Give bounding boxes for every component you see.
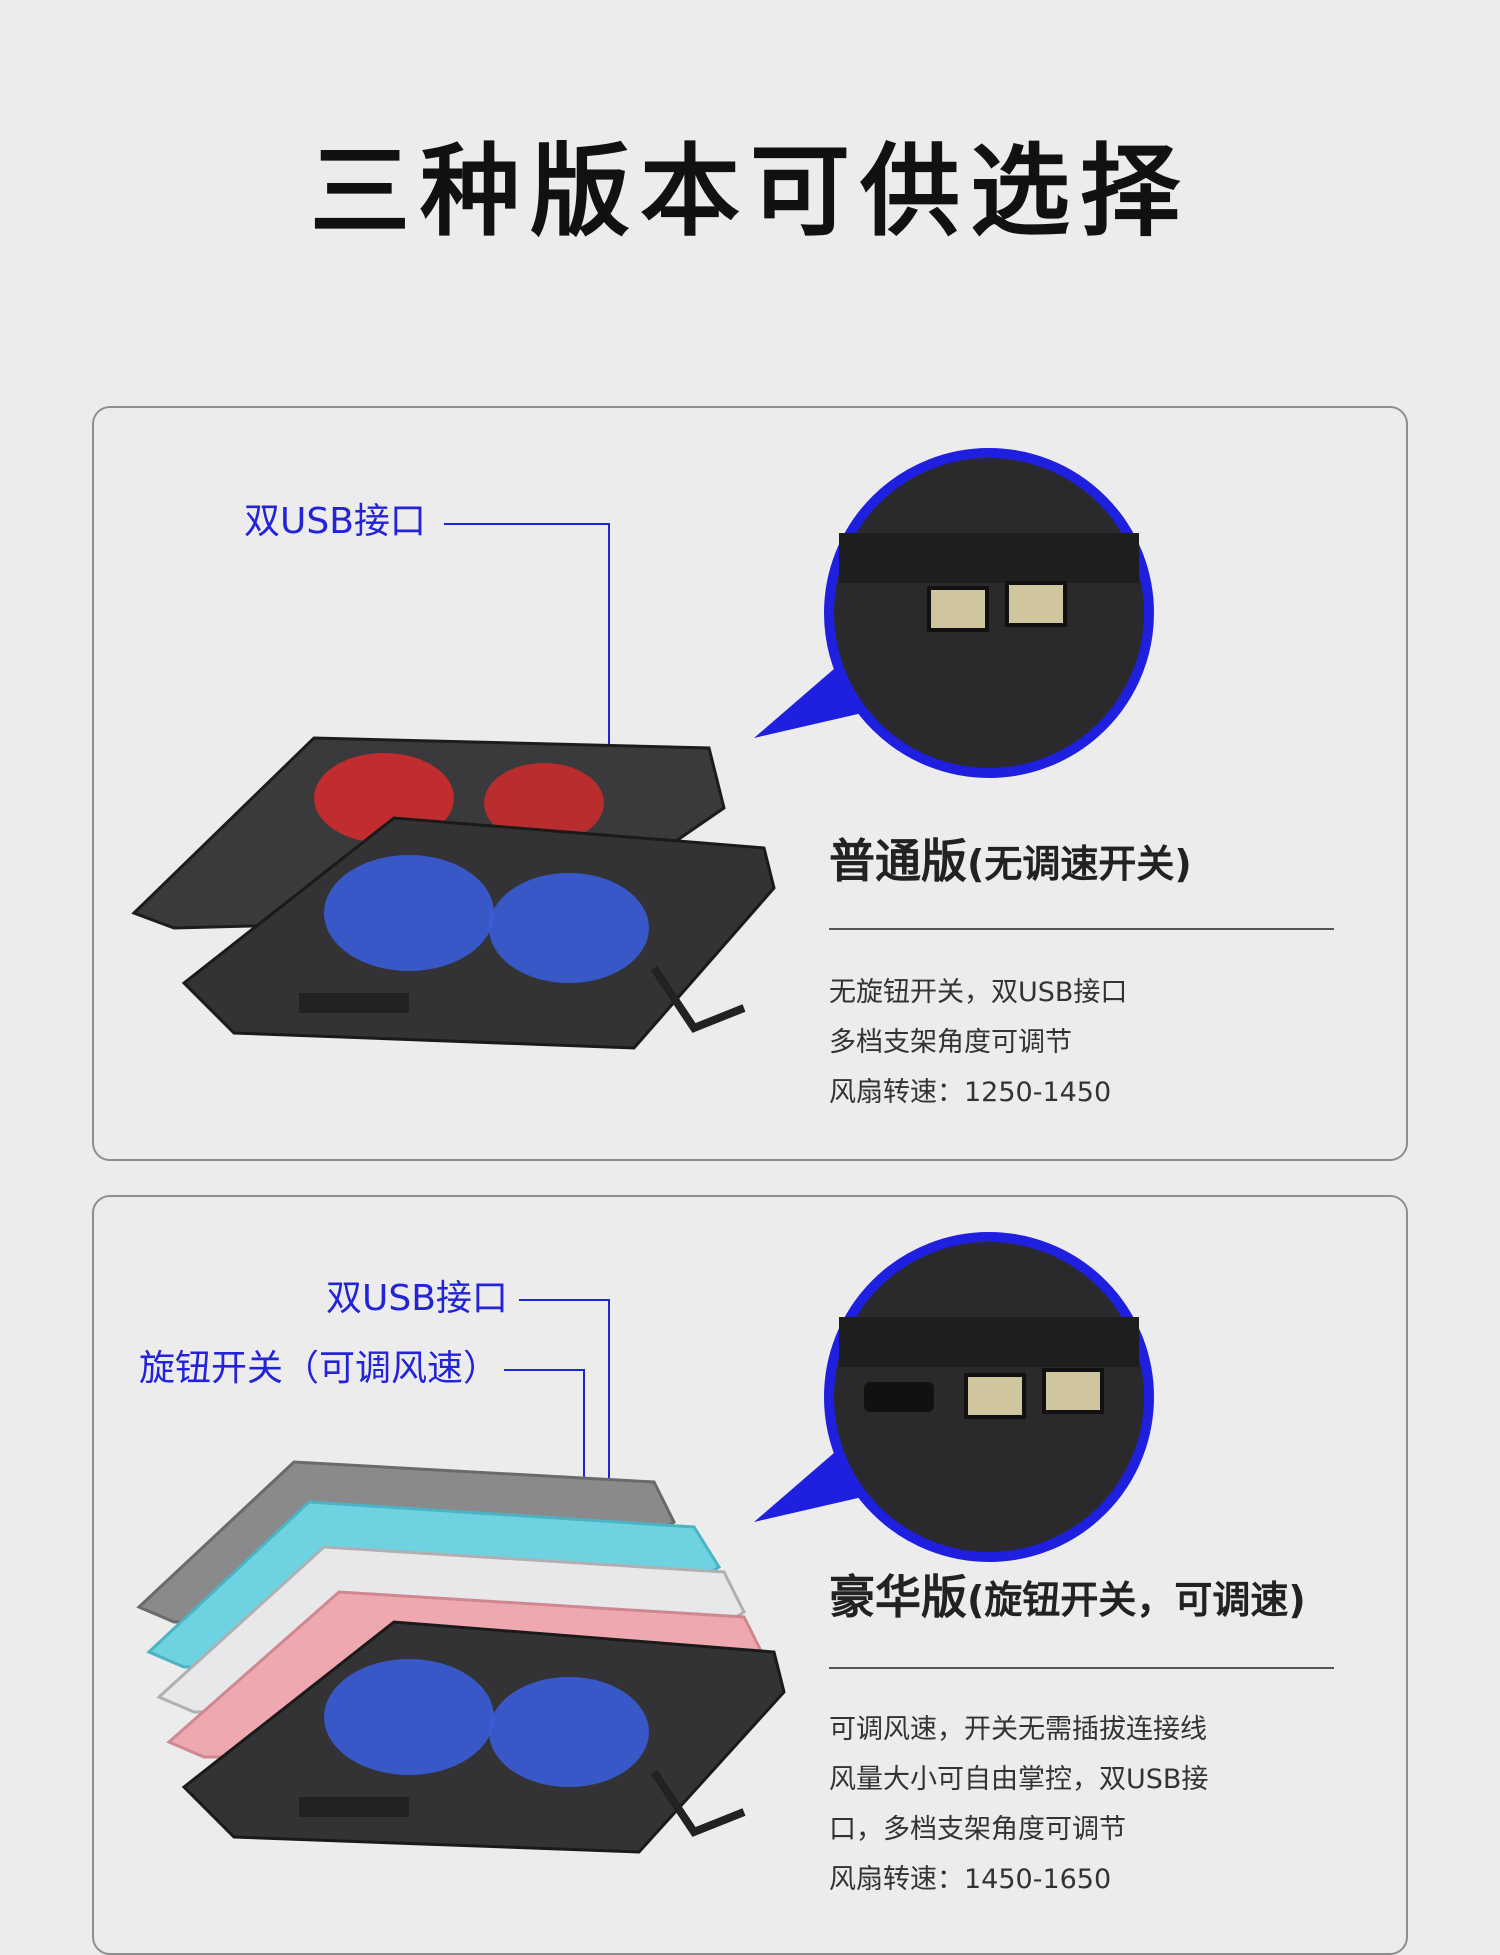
version-subtitle: (旋钮开关，可调速) [967,1578,1306,1622]
version-name: 豪华版 [829,1570,967,1624]
version-card-deluxe: 双USB接口 旋钮开关（可调风速） 豪华版(旋钮开关，可调速) 可调风速，开关无… [92,1195,1408,1955]
knob-slot-icon [864,1382,934,1412]
feature-line: 风量大小可自由掌控，双USB接 [829,1764,1209,1795]
fan-icon-blue-2 [489,873,649,983]
divider [829,928,1334,930]
version-name: 普通版 [829,834,967,888]
zoom-ridge [839,533,1139,583]
version-subtitle: (无调速开关) [967,842,1192,886]
callout-usb: 双USB接口 [244,501,426,542]
callout-usb: 双USB接口 [326,1278,508,1319]
fan-icon-red-2 [484,763,604,843]
page-title: 三种版本可供选择 [310,133,1190,250]
callout-knob: 旋钮开关（可调风速） [139,1348,500,1389]
fan-icon-blue-2 [489,1677,649,1787]
version-title: 普通版(无调速开关) [829,833,1192,892]
feature-line: 可调风速，开关无需插拔连接线 [829,1714,1207,1745]
feature-line: 风扇转速：1250-1450 [829,1077,1112,1108]
pad-stand [650,965,746,1033]
feature-line: 无旋钮开关，双USB接口 [829,977,1128,1008]
fan-icon-blue [324,1659,494,1775]
usb-port-icon [927,586,989,632]
zoom-ridge [839,1317,1139,1367]
pad-handle [299,1797,409,1817]
version-title: 豪华版(旋钮开关，可调速) [829,1569,1306,1628]
feature-line: 多档支架角度可调节 [829,1027,1072,1058]
feature-line: 风扇转速：1450-1650 [829,1864,1112,1895]
usb-port-icon-2 [1042,1368,1104,1414]
feature-list: 可调风速，开关无需插拔连接线 风量大小可自由掌控，双USB接 口，多档支架角度可… [829,1705,1208,1905]
usb-port-icon [964,1373,1026,1419]
version-card-standard: 双USB接口 普通版(无调速开关) 无旋钮开关，双USB接口 多档支架角度可调节… [92,406,1408,1161]
standard-product-illustration [131,448,1154,1050]
pad-stand [650,1769,746,1837]
pad-handle [299,993,409,1013]
feature-line: 口，多档支架角度可调节 [829,1814,1126,1845]
divider [829,1667,1334,1669]
callout-line-usb [444,523,610,828]
feature-list: 无旋钮开关，双USB接口 多档支架角度可调节 风扇转速：1250-1450 [829,968,1127,1118]
fan-icon-blue [324,855,494,971]
usb-port-icon-2 [1005,581,1067,627]
deluxe-product-illustration [136,1232,1154,1854]
